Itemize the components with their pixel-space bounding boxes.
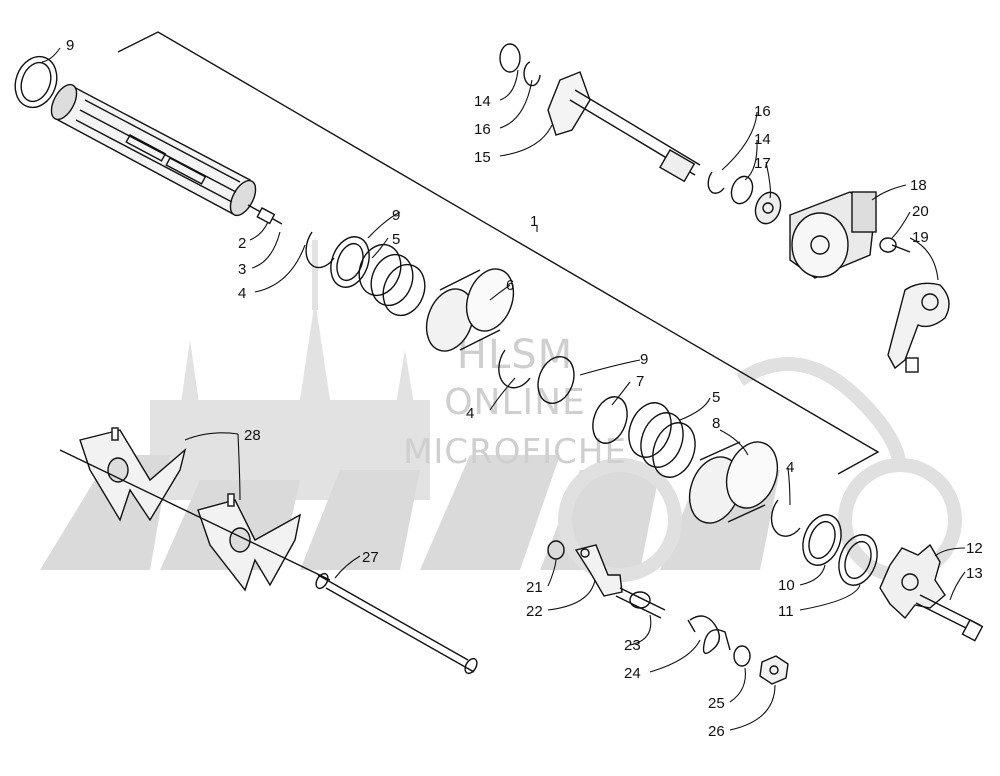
shift-fork-left — [79, 427, 187, 522]
callout-17: 17 — [754, 155, 771, 172]
callout-8: 8 — [712, 415, 720, 432]
callout-25: 25 — [708, 695, 725, 712]
shift-fork-right — [197, 493, 301, 592]
fork-shaft-27 — [315, 572, 478, 675]
ring-9-mid — [330, 236, 370, 288]
washer-14-top — [499, 43, 521, 73]
callout-9-c: 9 — [640, 351, 648, 368]
ring-9-topleft — [14, 55, 58, 109]
callout-2: 2 — [238, 235, 246, 252]
leader-lines — [41, 47, 966, 731]
callout-16-b: 16 — [754, 103, 771, 120]
callout-5-a: 5 — [392, 231, 400, 248]
gear-position-switch-18 — [789, 191, 877, 279]
callout-22: 22 — [526, 603, 543, 620]
ring-7 — [592, 396, 628, 444]
callout-16-a: 16 — [474, 121, 491, 138]
washer-11 — [838, 534, 878, 586]
callout-23: 23 — [624, 637, 641, 654]
spring-24 — [687, 615, 731, 654]
assembly-bracket — [117, 31, 880, 475]
callout-15: 15 — [474, 149, 491, 166]
clip-16-right — [707, 171, 725, 194]
bearing-17 — [754, 191, 782, 225]
skyline-tower-right — [395, 350, 415, 410]
circlip-4-mid — [498, 349, 531, 389]
bolt-13 — [915, 594, 984, 642]
watermark-line3: MICROFICHE — [403, 432, 627, 472]
clip-16-top — [523, 61, 541, 87]
callout-7: 7 — [636, 373, 644, 390]
nut-26 — [759, 655, 789, 685]
shift-shaft-15 — [499, 43, 701, 183]
stopper-lever-22 — [574, 544, 623, 597]
callout-13: 13 — [966, 565, 983, 582]
callout-27: 27 — [362, 549, 379, 566]
spring-5-left — [358, 243, 426, 317]
washer-25 — [733, 645, 751, 667]
watermark-line2: ONLINE — [444, 382, 586, 423]
skyline-spire — [300, 300, 330, 400]
callout-18: 18 — [910, 177, 927, 194]
callout-21: 21 — [526, 579, 543, 596]
callout-24: 24 — [624, 665, 641, 682]
ring-9-right — [537, 356, 575, 404]
callout-4-b: 4 — [466, 405, 474, 422]
callout-4-c: 4 — [786, 459, 794, 476]
skyline-tower-left — [180, 340, 200, 410]
callout-4-a: 4 — [238, 285, 246, 302]
skyline-needle — [312, 240, 318, 310]
shift-drum — [50, 83, 257, 217]
callout-12: 12 — [966, 540, 983, 557]
collar-8 — [688, 441, 779, 524]
callout-20: 20 — [912, 203, 929, 220]
callout-labels: 9 2 3 4 9 5 1 6 14 16 15 16 14 17 18 20 … — [66, 37, 983, 740]
callout-19: 19 — [912, 229, 929, 246]
callout-28: 28 — [244, 427, 261, 444]
callout-10: 10 — [778, 577, 795, 594]
callout-9-b: 9 — [392, 207, 400, 224]
bolt-23 — [615, 587, 666, 619]
callout-6: 6 — [506, 277, 514, 294]
circlip-4-right — [770, 499, 801, 537]
spring-5-right — [628, 402, 696, 478]
callout-14-a: 14 — [474, 93, 491, 110]
callout-3: 3 — [238, 261, 246, 278]
callout-1: 1 — [530, 213, 538, 230]
callout-9-a: 9 — [66, 37, 74, 54]
callout-26: 26 — [708, 723, 725, 740]
shift-arm-19 — [887, 282, 950, 373]
washer-10 — [802, 514, 842, 566]
fork-shaft-axis — [59, 449, 331, 581]
callout-5-b: 5 — [712, 389, 720, 406]
callout-11: 11 — [778, 603, 794, 620]
callout-14-b: 14 — [754, 131, 771, 148]
circlip-4-left — [305, 231, 335, 269]
washer-21 — [547, 540, 565, 560]
watermark-line1: HLSM — [456, 332, 574, 378]
washer-14-right — [730, 175, 754, 205]
screw-20 — [879, 237, 911, 253]
